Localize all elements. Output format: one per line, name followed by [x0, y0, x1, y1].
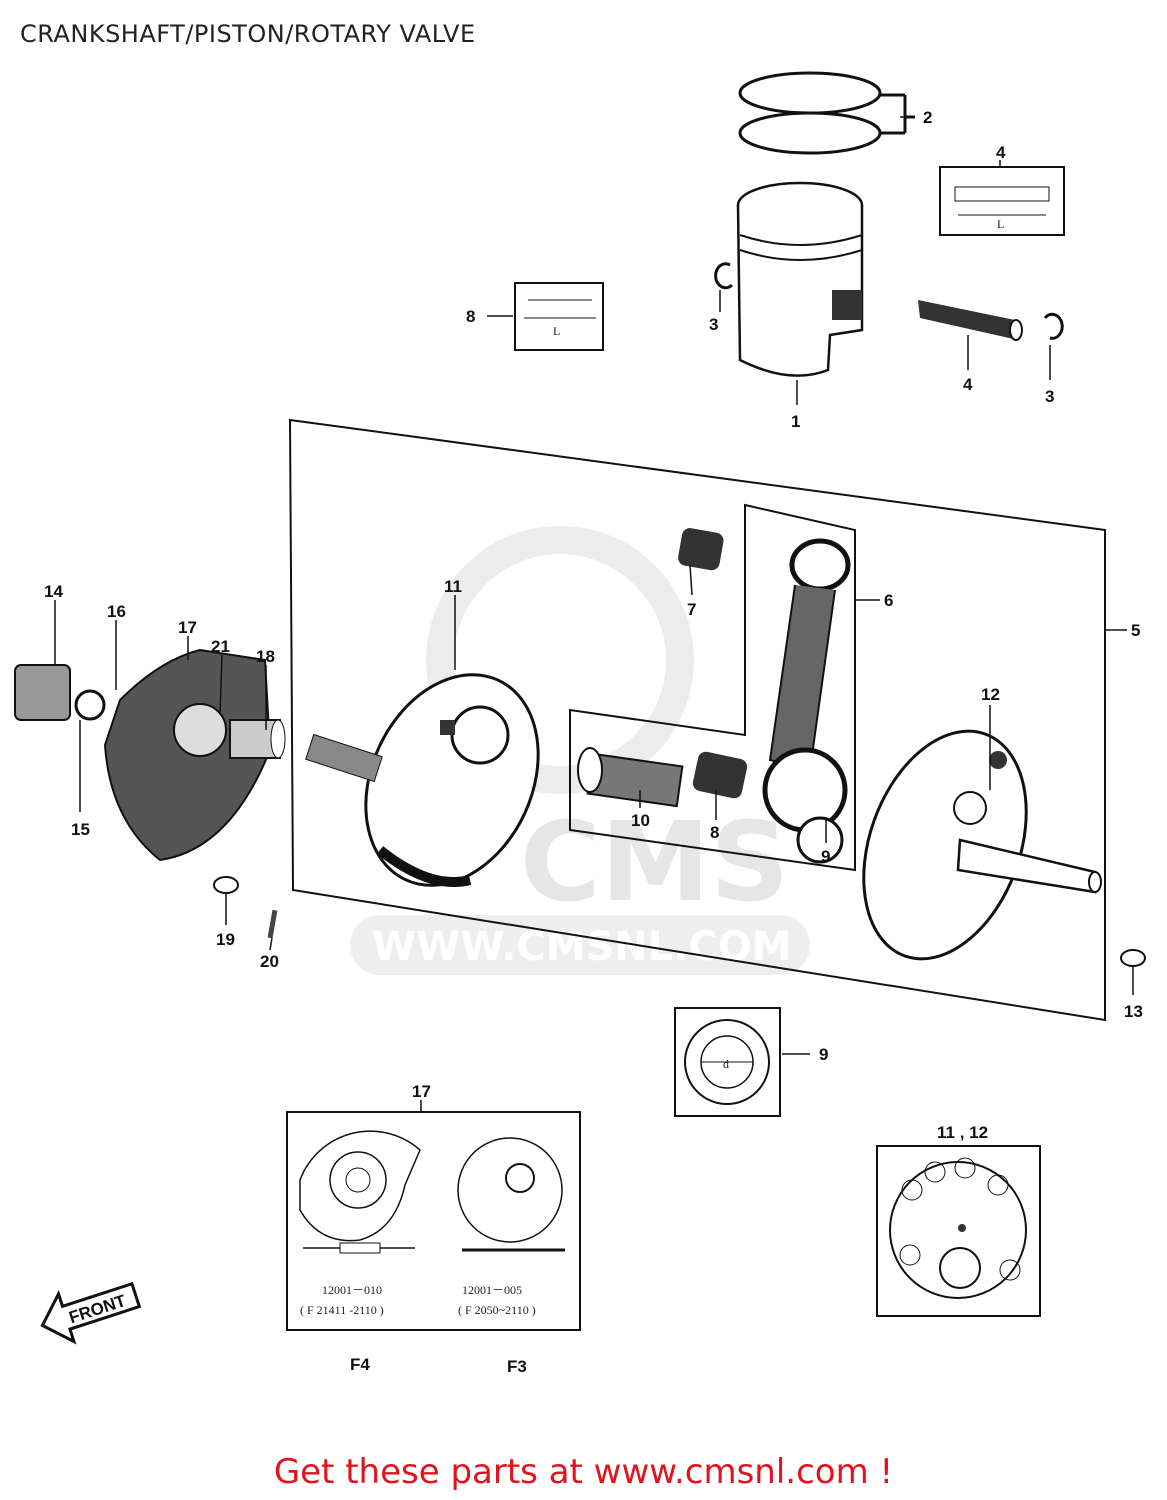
circlips	[714, 262, 1064, 380]
callout-12: 12	[981, 685, 1000, 704]
callout-3a: 3	[709, 315, 718, 334]
piston	[736, 181, 864, 405]
callout-19: 19	[216, 930, 235, 949]
callout-11: 11	[444, 577, 462, 596]
callout-15: 15	[71, 820, 90, 839]
watermark-url: WWW.CMSNL.COM	[372, 924, 792, 970]
callout-20: 20	[260, 952, 279, 971]
callout-5: 5	[1131, 621, 1140, 640]
footer-link[interactable]: Get these parts at www.cmsnl.com !	[273, 1452, 894, 1492]
piston-pin	[918, 300, 1023, 370]
front-arrow: FRONT	[40, 1281, 142, 1345]
callout-4b: 4	[963, 375, 973, 394]
callout-3b: 3	[1045, 387, 1054, 406]
variant-right-label: F3	[507, 1357, 527, 1376]
crank-pin	[577, 747, 684, 808]
inset-left-frame: ( F 21411 -2110 )	[300, 1303, 384, 1317]
inset-rotary-valve-types: 12001－010 ( F 21411 -2110 ) 12001－005 ( …	[286, 1111, 581, 1331]
callout-7: 7	[687, 600, 696, 619]
callout-14: 14	[44, 582, 63, 601]
callout-9b: 9	[819, 1045, 828, 1064]
watermark-brand: CMS	[520, 798, 789, 926]
callout-11-12: 11 , 12	[937, 1123, 988, 1142]
crank-half-right	[862, 729, 1102, 961]
piston-pin-size-card: L	[939, 166, 1065, 236]
crankshaft-assembly-frame	[288, 418, 1106, 1022]
callout-21: 21	[211, 637, 230, 656]
callout-2: 2	[923, 108, 932, 127]
callout-13: 13	[1124, 1002, 1143, 1021]
rotary-valve-assembly	[14, 648, 286, 862]
callout-8b: 8	[710, 823, 719, 842]
callout-17a: 17	[178, 618, 197, 637]
callout-16: 16	[107, 602, 126, 621]
shim-card: d	[674, 1007, 810, 1117]
callout-9a: 9	[821, 847, 830, 866]
inset-left-part: 12001－010	[322, 1283, 382, 1297]
callout-10: 10	[631, 811, 650, 830]
page-title: CRANKSHAFT/PISTON/ROTARY VALVE	[20, 20, 476, 48]
callout-4a: 4	[996, 143, 1006, 162]
connecting-rod	[762, 538, 851, 864]
watermark: CMS WWW.CMSNL.COM	[350, 526, 810, 975]
needle-bearings	[678, 528, 748, 799]
callout-18: 18	[256, 647, 275, 666]
inset-crank-web	[876, 1145, 1041, 1317]
bearing-size-card: L	[487, 282, 604, 351]
callout-labels: 1 2 3 3 4 4 5 6 7 8 8 9 9 10 11 12 13 14…	[44, 108, 1143, 1376]
piston-rings	[738, 71, 915, 155]
callout-1: 1	[791, 412, 800, 431]
inset-right-frame: ( F 2050~2110 )	[458, 1303, 536, 1317]
callout-8a: 8	[466, 307, 475, 326]
variant-left-label: F4	[350, 1355, 370, 1374]
connecting-rod-frame	[569, 503, 856, 872]
size-card-dim-2: L	[553, 324, 560, 338]
size-card-dim: L	[997, 217, 1004, 231]
inset-right-part: 12001－005	[462, 1283, 522, 1297]
bore-label: d	[723, 1057, 729, 1071]
crank-half-left	[305, 673, 540, 887]
callout-17b: 17	[412, 1082, 431, 1101]
callout-6: 6	[884, 591, 893, 610]
